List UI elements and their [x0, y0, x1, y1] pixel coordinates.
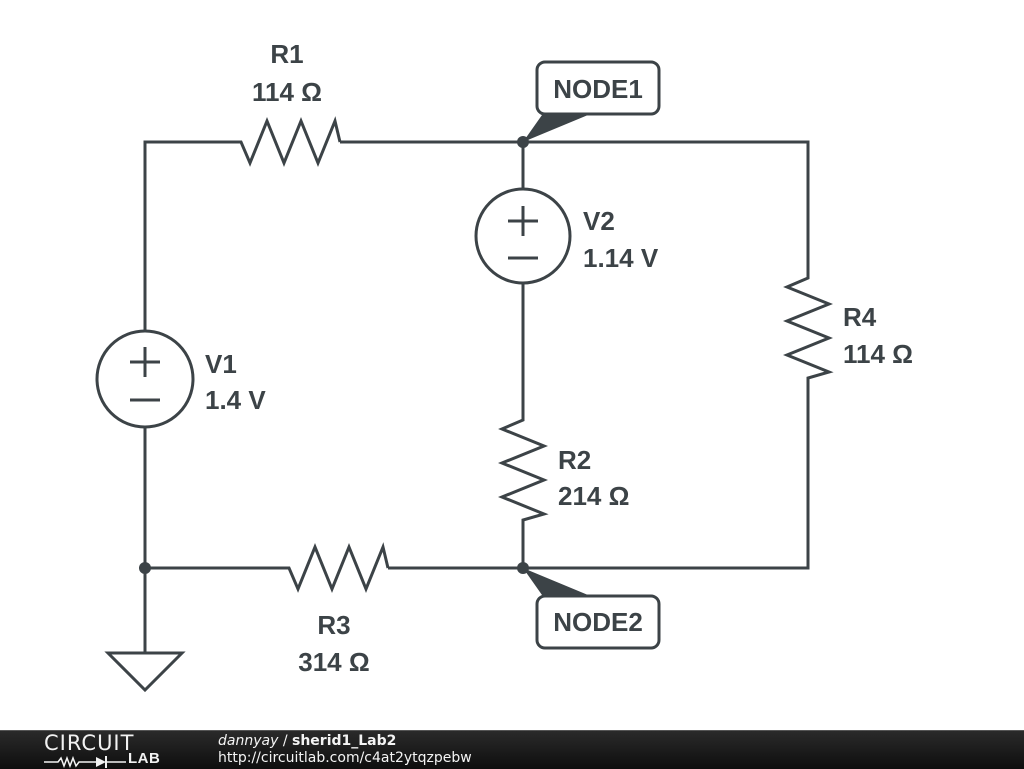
resistor-r2[interactable]: R2 214 Ω	[498, 418, 629, 527]
voltage-source-v1[interactable]: V1 1.4 V	[95, 329, 266, 429]
wire-bottom-left	[143, 426, 282, 570]
node1-box	[535, 60, 661, 116]
author-link[interactable]: dannyay	[218, 733, 279, 749]
meta-separator: /	[278, 733, 292, 749]
wire-left-top	[143, 140, 234, 332]
wire-top	[340, 140, 810, 276]
circuit-meta: dannyay / sherid1_Lab2	[218, 733, 396, 750]
ground-icon	[104, 651, 186, 693]
circuit-title[interactable]: sherid1_Lab2	[292, 733, 397, 749]
resistor-r2-value: 214 Ω	[558, 481, 629, 511]
resistor-r4-value: 114 Ω	[843, 339, 913, 369]
node1-text: NODE1	[553, 74, 643, 104]
resistor-r1-value: 114 Ω	[252, 77, 322, 107]
resistor-r3-value: 314 Ω	[298, 647, 369, 677]
resistor-r1-name: R1	[270, 39, 303, 69]
footer-bar: CIRCUIT LAB dannyay / sherid1_Lab2 http:…	[0, 730, 1024, 769]
voltage-source-v2-name: V2	[583, 206, 615, 236]
voltage-source-v2[interactable]: V2 1.14 V	[474, 187, 659, 285]
resistor-r4-name: R4	[843, 302, 877, 332]
voltage-source-v2-symbol	[474, 187, 572, 285]
plus-icon	[130, 347, 160, 377]
resistor-r2-name: R2	[558, 445, 591, 475]
resistor-r3[interactable]: R3 314 Ω	[282, 542, 390, 677]
node-label-node2[interactable]: NODE2	[523, 568, 661, 650]
plus-icon	[508, 206, 538, 236]
junction-ground	[139, 562, 151, 574]
resistor-r3-name: R3	[317, 610, 350, 640]
node1-pointer	[523, 115, 588, 142]
resistor-r3-symbol	[282, 542, 390, 593]
voltage-source-v1-name: V1	[205, 349, 237, 379]
voltage-source-v1-value: 1.4 V	[205, 385, 266, 415]
node2-box	[535, 594, 661, 650]
logo-circuit-text: CIRCUIT	[44, 731, 135, 755]
node-label-node1[interactable]: NODE1	[523, 60, 661, 142]
circuit-schematic: R1 114 Ω R3 314 Ω R4 114 Ω R2 214 Ω V1 1…	[95, 39, 913, 693]
wire-right-bottom	[388, 384, 810, 570]
voltage-source-v1-symbol	[95, 329, 195, 429]
resistor-r1-symbol	[234, 116, 342, 167]
node2-pointer	[523, 568, 588, 595]
node2-text: NODE2	[553, 607, 643, 637]
logo-resistor-diode-icon	[44, 755, 126, 769]
resistor-r2-symbol	[498, 418, 549, 527]
logo-lab-text: LAB	[128, 750, 161, 767]
resistor-r4-symbol	[783, 276, 834, 384]
voltage-source-v2-value: 1.14 V	[583, 243, 659, 273]
resistor-r1[interactable]: R1 114 Ω	[234, 39, 342, 167]
resistor-r4[interactable]: R4 114 Ω	[783, 276, 913, 384]
circuit-url[interactable]: http://circuitlab.com/c4at2ytqzpebw	[218, 750, 472, 766]
